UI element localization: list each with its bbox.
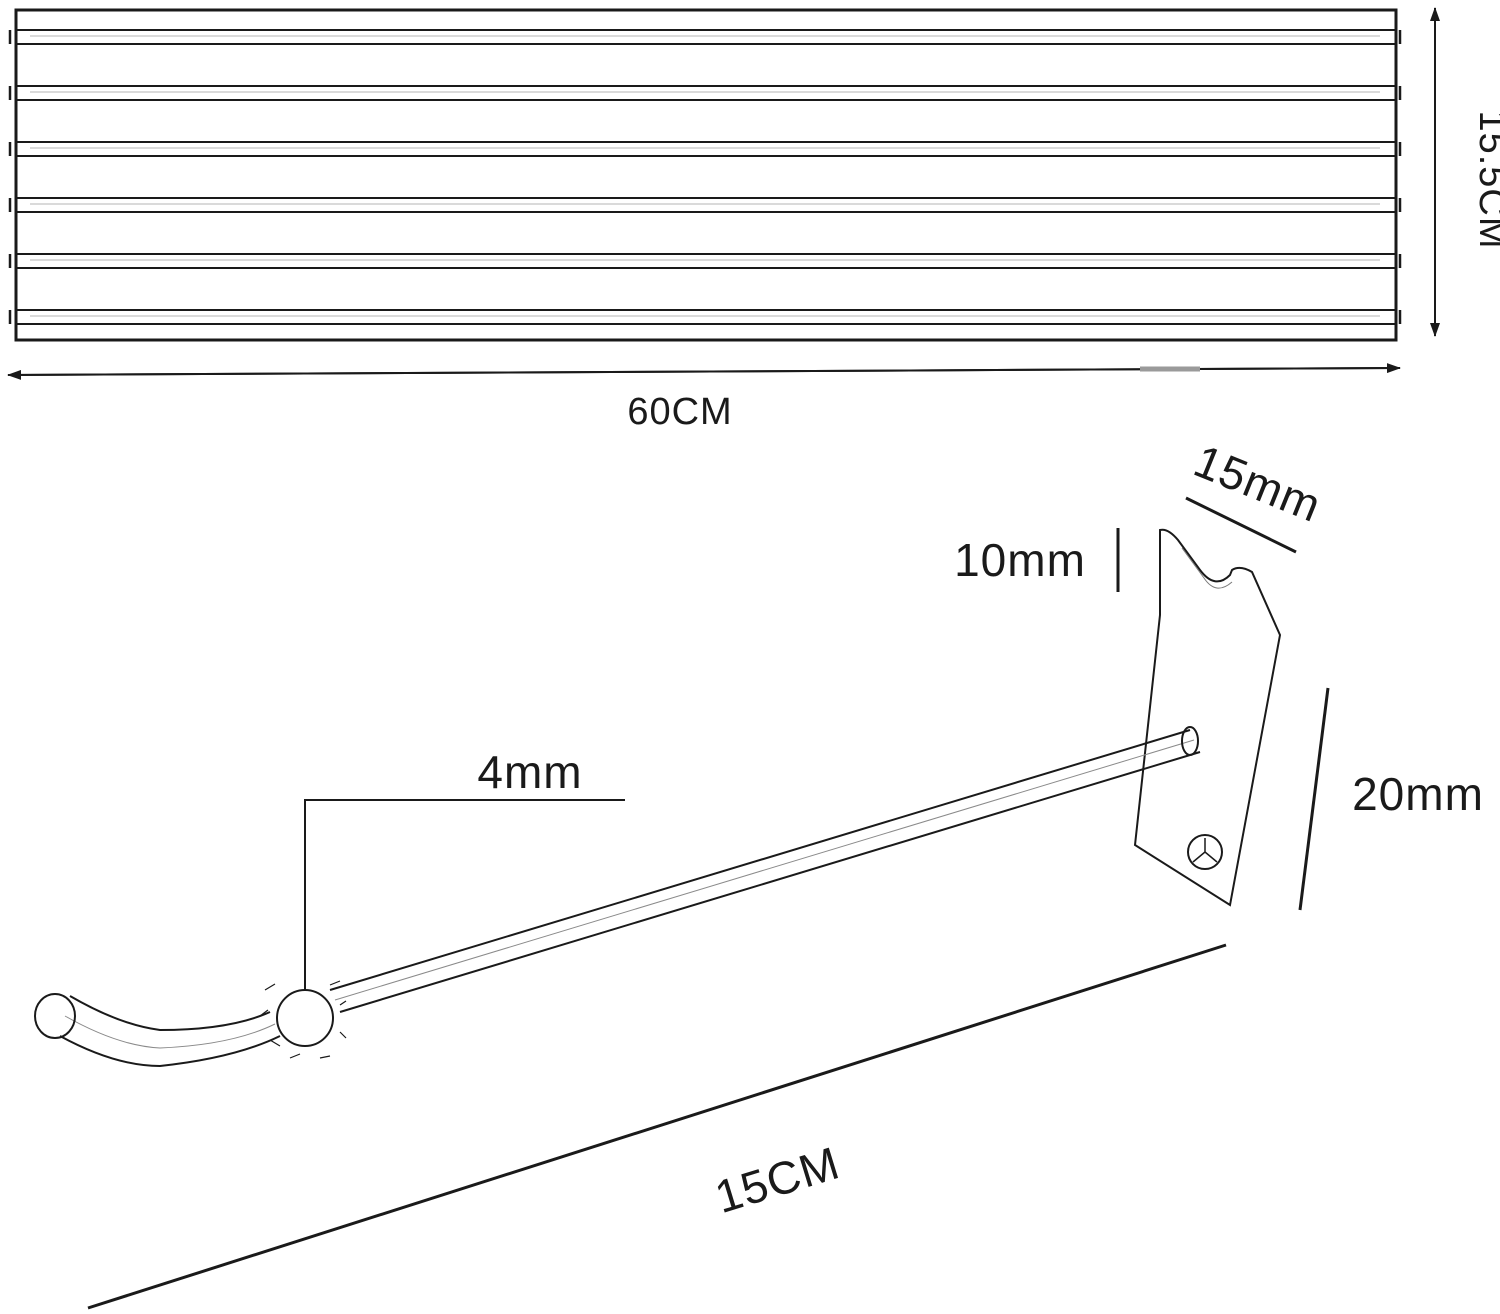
wire-diameter-circle [276,989,334,1047]
bolt-hole [1187,834,1223,870]
panel-width-dimension: 60CM [7,363,1401,433]
plate-height-dimension: 20mm [1298,687,1484,911]
hook-end-cap [34,993,76,1039]
panel-height-label: 15.5CM [1471,110,1500,249]
wire-diameter-label: 4mm [477,746,582,798]
wire-rod [329,729,1201,1013]
slatwall-panel [8,8,1402,342]
slot-depth-dimension: 10mm [954,528,1120,592]
hook-tip [59,995,281,1068]
panel-width-label: 60CM [627,391,732,433]
plate-width-label: 15mm [1187,434,1329,532]
mounting-plate [1133,528,1282,907]
panel-height-dimension: 15.5CM [1430,7,1500,337]
hook-length-dimension: 15CM [87,943,1227,1310]
plate-width-dimension: 15mm [1185,434,1329,554]
wire-diameter-dimension: 4mm [304,746,625,990]
panel-grooves [16,29,1396,325]
hook-drawing [34,528,1282,1068]
plate-height-label: 20mm [1352,768,1484,820]
slot-depth-label: 10mm [954,534,1086,586]
hook-length-label: 15CM [709,1136,845,1223]
